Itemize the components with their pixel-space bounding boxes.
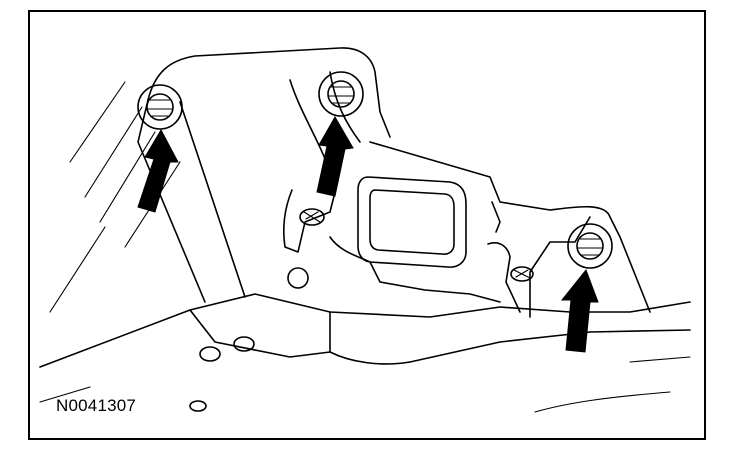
bolt-center xyxy=(318,71,364,117)
bracket-line-drawing xyxy=(39,47,691,413)
figure-id-label: N0041307 xyxy=(56,396,137,415)
housing-outline xyxy=(39,47,691,413)
bolt-right xyxy=(567,223,613,269)
arrow-icon-left xyxy=(137,128,179,213)
bolt-left xyxy=(137,84,183,130)
figure-frame: N0041307 xyxy=(28,10,706,440)
arrow-icon-center xyxy=(316,115,354,197)
arrow-icon-right xyxy=(560,269,599,353)
